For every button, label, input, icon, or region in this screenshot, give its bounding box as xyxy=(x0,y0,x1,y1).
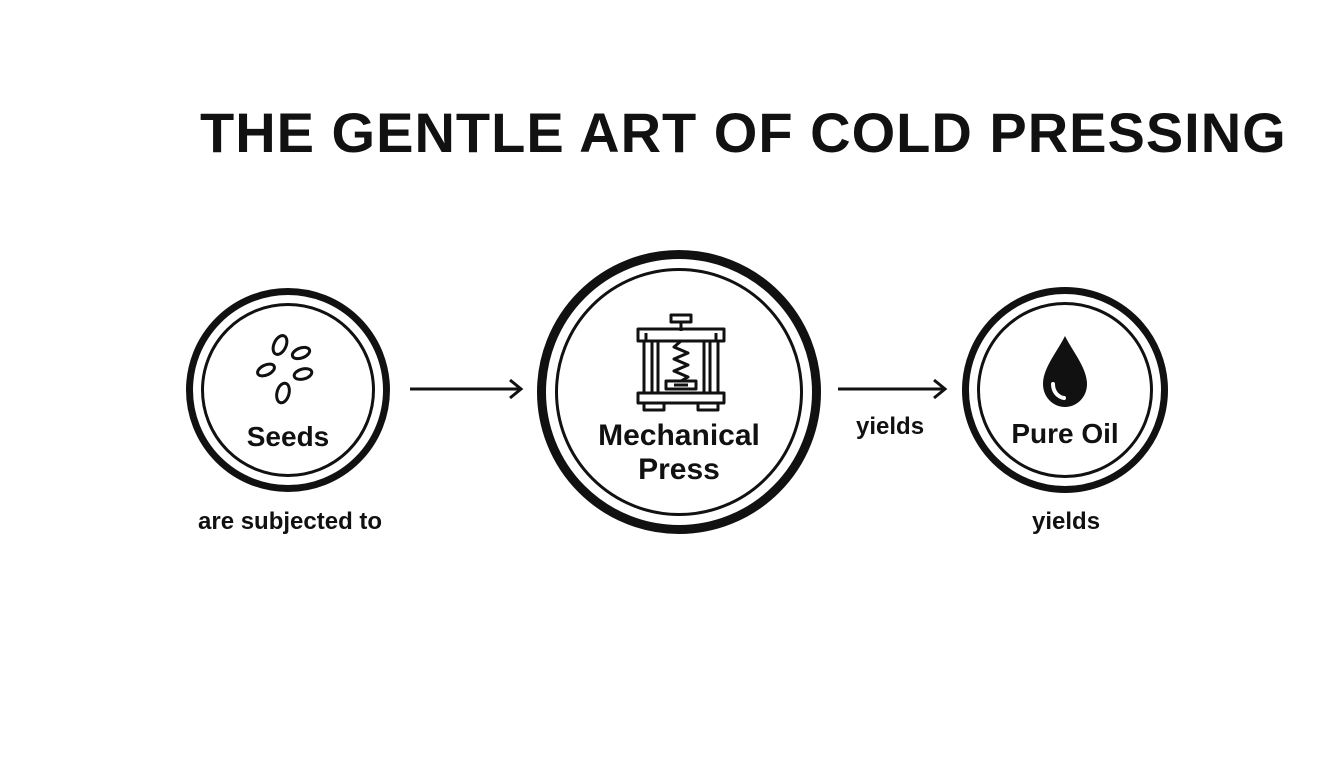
arrow-press-to-oil xyxy=(838,378,948,400)
mechanical-press-label-line2: Press xyxy=(638,453,720,486)
pure-oil-label: Pure Oil xyxy=(1011,418,1119,449)
seeds-icon xyxy=(256,334,314,405)
pure-oil-node: Pure Oil xyxy=(962,287,1168,493)
oil-node-inner-ring xyxy=(977,302,1153,478)
press-node-inner-ring xyxy=(555,268,803,516)
mechanical-press-label: Mechanical Press xyxy=(546,419,812,487)
arrow-seeds-to-press xyxy=(410,378,524,400)
oil-drop-icon xyxy=(1043,336,1087,407)
mechanical-press-node: Mechanical Press xyxy=(537,250,821,534)
seeds-label: Seeds xyxy=(246,421,330,452)
edge-label-yields-bottom: yields xyxy=(1032,508,1101,535)
page-title: THE GENTLE ART OF COLD PRESSING xyxy=(200,101,1287,164)
mechanical-press-label-line1: Mechanical xyxy=(598,419,760,452)
seeds-node: Seeds xyxy=(186,288,390,492)
seeds-node-inner-ring xyxy=(201,303,375,477)
edge-label-are-subjected-to: are subjected to xyxy=(198,508,383,535)
edge-label-yields-arrow: yields xyxy=(856,413,925,440)
press-icon xyxy=(636,313,726,412)
